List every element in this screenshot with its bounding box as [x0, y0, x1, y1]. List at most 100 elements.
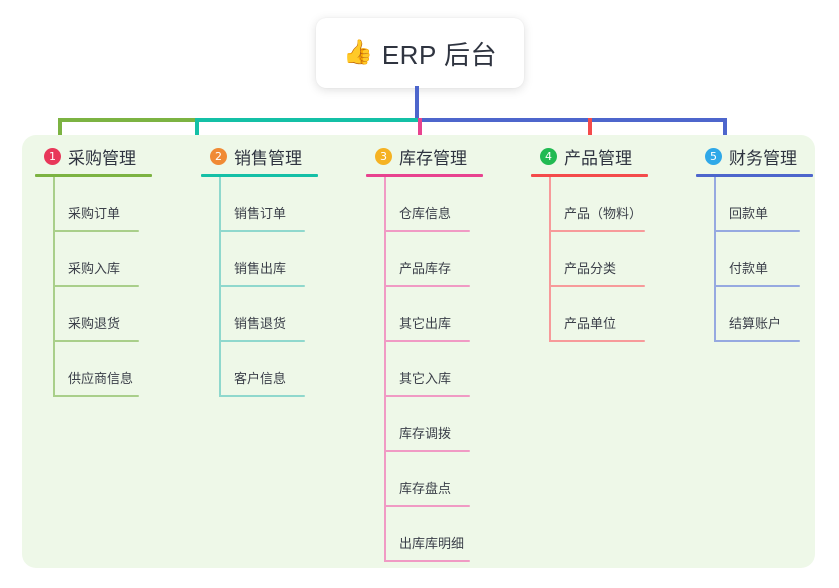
column-header[interactable]: 5 财务管理 — [691, 143, 825, 169]
column-rule — [531, 174, 648, 177]
column-title: 采购管理 — [68, 148, 136, 168]
leaf-rule — [53, 340, 139, 342]
leaf-item[interactable]: 出库库明细 — [361, 507, 513, 562]
leaf-rule — [384, 285, 470, 287]
column-body: 仓库信息产品库存其它出库其它入库库存调拨库存盘点出库库明细 — [361, 177, 513, 562]
leaf-label: 库存调拨 — [399, 426, 452, 441]
column-rule — [35, 174, 152, 177]
leaf-item[interactable]: 供应商信息 — [30, 342, 182, 397]
leaf-label: 结算账户 — [729, 316, 782, 331]
leaf-label: 产品分类 — [564, 261, 617, 276]
leaf-item[interactable]: 产品库存 — [361, 232, 513, 287]
leaf-rule — [53, 395, 139, 397]
leaf-label: 其它入库 — [399, 371, 452, 386]
leaf-rule — [549, 285, 645, 287]
column-rule — [201, 174, 318, 177]
leaf-rule — [549, 340, 645, 342]
leaf-item[interactable]: 库存调拨 — [361, 397, 513, 452]
leaf-rule — [219, 340, 305, 342]
leaf-rule — [219, 285, 305, 287]
leaf-label: 采购退货 — [68, 316, 121, 331]
column-2: 2 销售管理销售订单销售出库销售退货客户信息 — [196, 143, 348, 397]
leaf-rule — [549, 230, 645, 232]
column-number-badge: 1 — [44, 147, 61, 165]
leaf-item[interactable]: 其它入库 — [361, 342, 513, 397]
leaf-label: 销售订单 — [234, 206, 287, 221]
leaf-rule — [384, 340, 470, 342]
column-header[interactable]: 3 库存管理 — [361, 143, 513, 169]
leaf-label: 付款单 — [729, 261, 769, 276]
bus-teal — [195, 118, 419, 122]
leaf-label: 产品（物料） — [564, 206, 643, 221]
leaf-item[interactable]: 采购订单 — [30, 177, 182, 232]
leaf-item[interactable]: 销售出库 — [196, 232, 348, 287]
leaf-label: 采购入库 — [68, 261, 121, 276]
leaf-label: 采购订单 — [68, 206, 121, 221]
column-body: 回款单付款单结算账户 — [691, 177, 825, 342]
column-spine — [219, 177, 221, 397]
leaf-rule — [384, 450, 470, 452]
column-spine — [714, 177, 716, 342]
column-5: 5 财务管理回款单付款单结算账户 — [691, 143, 825, 342]
leaf-rule — [384, 560, 470, 562]
leaf-rule — [714, 285, 800, 287]
leaf-item[interactable]: 销售退货 — [196, 287, 348, 342]
column-body: 销售订单销售出库销售退货客户信息 — [196, 177, 348, 397]
column-spine — [549, 177, 551, 342]
root-title: ERP 后台 — [381, 39, 498, 70]
leaf-label: 库存盘点 — [399, 481, 452, 496]
leaf-item[interactable]: 库存盘点 — [361, 452, 513, 507]
diagram-panel — [22, 135, 815, 568]
column-title: 财务管理 — [729, 148, 797, 168]
column-spine — [53, 177, 55, 397]
column-title: 库存管理 — [399, 148, 467, 168]
column-number-badge: 2 — [210, 147, 227, 165]
column-number-badge: 3 — [375, 147, 392, 165]
leaf-rule — [53, 285, 139, 287]
leaf-item[interactable]: 产品（物料） — [526, 177, 686, 232]
thumbs-up-icon: 👍 — [342, 39, 373, 66]
column-rule — [696, 174, 813, 177]
column-number-badge: 4 — [540, 147, 557, 165]
leaf-item[interactable]: 客户信息 — [196, 342, 348, 397]
leaf-label: 产品单位 — [564, 316, 617, 331]
column-3: 3 库存管理仓库信息产品库存其它出库其它入库库存调拨库存盘点出库库明细 — [361, 143, 513, 562]
leaf-item[interactable]: 采购入库 — [30, 232, 182, 287]
column-header[interactable]: 2 销售管理 — [196, 143, 348, 169]
leaf-rule — [714, 340, 800, 342]
leaf-label: 销售出库 — [234, 261, 287, 276]
leaf-item[interactable]: 付款单 — [691, 232, 825, 287]
column-number-badge: 5 — [705, 147, 722, 165]
leaf-rule — [219, 230, 305, 232]
leaf-rule — [384, 505, 470, 507]
leaf-item[interactable]: 其它出库 — [361, 287, 513, 342]
leaf-rule — [384, 230, 470, 232]
leaf-rule — [53, 230, 139, 232]
column-rule — [366, 174, 483, 177]
column-spine — [384, 177, 386, 562]
leaf-item[interactable]: 仓库信息 — [361, 177, 513, 232]
root-node[interactable]: 👍 ERP 后台 — [316, 18, 524, 88]
trunk-line — [415, 86, 419, 119]
column-1: 1 采购管理采购订单采购入库采购退货供应商信息 — [30, 143, 182, 397]
leaf-label: 回款单 — [729, 206, 769, 221]
leaf-item[interactable]: 产品分类 — [526, 232, 686, 287]
column-header[interactable]: 1 采购管理 — [30, 143, 182, 169]
leaf-item[interactable]: 产品单位 — [526, 287, 686, 342]
leaf-item[interactable]: 采购退货 — [30, 287, 182, 342]
column-title: 销售管理 — [234, 148, 302, 168]
leaf-item[interactable]: 回款单 — [691, 177, 825, 232]
column-body: 产品（物料） 产品分类产品单位 — [526, 177, 686, 342]
leaf-rule — [714, 230, 800, 232]
leaf-label: 供应商信息 — [68, 371, 134, 386]
leaf-item[interactable]: 销售订单 — [196, 177, 348, 232]
leaf-label: 其它出库 — [399, 316, 452, 331]
column-body: 采购订单采购入库采购退货供应商信息 — [30, 177, 182, 397]
bus-blue — [418, 118, 725, 122]
leaf-label: 产品库存 — [399, 261, 452, 276]
leaf-item[interactable]: 结算账户 — [691, 287, 825, 342]
leaf-rule — [384, 395, 470, 397]
leaf-label: 销售退货 — [234, 316, 287, 331]
